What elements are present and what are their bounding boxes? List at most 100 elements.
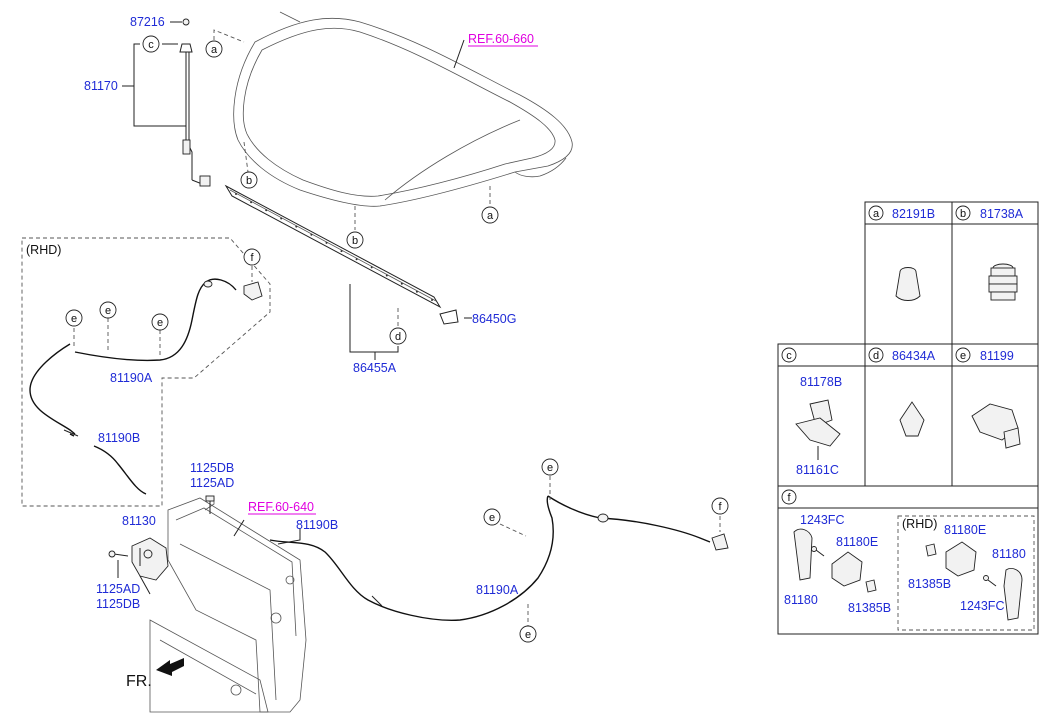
weatherstrip-holes bbox=[235, 193, 433, 301]
leader-lines bbox=[73, 21, 721, 626]
radiator-support bbox=[149, 497, 307, 713]
weatherstrip-hole bbox=[370, 266, 373, 269]
bumper-82191b-icon bbox=[895, 267, 921, 301]
callout-a-top: a bbox=[205, 40, 223, 58]
weatherstrip-hole bbox=[280, 217, 283, 220]
svg-text:81180E: 81180E bbox=[944, 523, 986, 537]
svg-text:f: f bbox=[787, 492, 791, 504]
svg-text:81738A: 81738A bbox=[980, 207, 1024, 221]
callout-e-rhd-2: e bbox=[99, 301, 117, 319]
label-81130: 81130 bbox=[122, 514, 156, 528]
callout-e-main-left: e bbox=[483, 508, 501, 526]
svg-text:e: e bbox=[71, 313, 77, 325]
front-direction-arrow bbox=[156, 658, 184, 676]
svg-text:81161C: 81161C bbox=[796, 463, 839, 477]
weatherstrip-hole bbox=[355, 258, 358, 261]
weatherstrip-hole bbox=[250, 201, 253, 204]
bumper-81738a-icon bbox=[988, 263, 1018, 301]
legend-table: a 82191B b 81738A c 81178B 81161C bbox=[777, 201, 1039, 635]
svg-text:a: a bbox=[873, 208, 880, 220]
callout-e-rhd-1: e bbox=[65, 309, 83, 327]
hood-weatherstrip bbox=[224, 184, 442, 309]
rhd-label: (RHD) bbox=[26, 243, 61, 257]
svg-text:1243FC: 1243FC bbox=[960, 599, 1004, 613]
release-cable-main bbox=[269, 495, 729, 621]
svg-text:1243FC: 1243FC bbox=[800, 513, 844, 527]
legend-cell-f: f 1243FC 81180E 81180 81385B (RHD) 81180… bbox=[781, 489, 1026, 621]
label-1125db-bottom: 1125DB bbox=[96, 597, 140, 611]
weatherstrip-hole bbox=[431, 299, 433, 301]
weatherstrip-hole bbox=[265, 209, 268, 212]
weatherstrip-hole bbox=[310, 233, 313, 236]
svg-text:86434A: 86434A bbox=[892, 349, 936, 363]
callout-a-right: a bbox=[481, 206, 499, 224]
ref-radiator-support: REF.60-640 bbox=[248, 500, 314, 514]
svg-text:a: a bbox=[487, 210, 494, 222]
label-86455a: 86455A bbox=[353, 361, 397, 375]
clip-86434a-icon bbox=[899, 401, 925, 437]
label-81190b-rhd: 81190B bbox=[98, 431, 140, 445]
weatherstrip-hole bbox=[400, 282, 403, 285]
direction-label: FR. bbox=[126, 673, 152, 690]
label-81170: 81170 bbox=[84, 79, 118, 93]
legend-cell-c: c 81178B 81161C bbox=[781, 347, 842, 477]
svg-text:b: b bbox=[960, 208, 966, 220]
release-handle-left-icon bbox=[793, 528, 877, 593]
label-1125ad-top: 1125AD bbox=[190, 476, 234, 490]
svg-text:81180: 81180 bbox=[784, 593, 818, 607]
svg-text:81385B: 81385B bbox=[908, 577, 951, 591]
callout-f-main: f bbox=[711, 497, 729, 515]
svg-text:f: f bbox=[250, 252, 254, 264]
svg-text:81180E: 81180E bbox=[836, 535, 878, 549]
svg-text:a: a bbox=[211, 44, 218, 56]
clip-81178b-icon bbox=[795, 399, 841, 460]
svg-text:e: e bbox=[960, 350, 966, 362]
label-81190b-main: 81190B bbox=[296, 518, 338, 532]
svg-text:c: c bbox=[786, 350, 792, 362]
callout-e-main-bottom: e bbox=[519, 625, 537, 643]
legend-cell-d: d 86434A bbox=[868, 347, 936, 437]
weatherstrip-hole bbox=[325, 241, 328, 244]
weatherstrip-hole bbox=[415, 290, 418, 293]
callout-e-rhd-3: e bbox=[151, 313, 169, 331]
callout-b-left: b bbox=[240, 171, 258, 189]
hood-stay-rod bbox=[179, 18, 211, 187]
legend-cell-a: a 82191B bbox=[868, 205, 935, 301]
clip-81199-icon bbox=[971, 403, 1021, 449]
svg-text:b: b bbox=[352, 235, 358, 247]
svg-text:f: f bbox=[718, 501, 722, 513]
svg-text:81180: 81180 bbox=[992, 547, 1026, 561]
legend-cell-e: e 81199 bbox=[955, 347, 1021, 449]
part-labels: 87216 81170 REF.60-660 86450G 86455A (RH… bbox=[26, 15, 538, 690]
svg-text:d: d bbox=[395, 331, 401, 343]
rhd-section bbox=[21, 237, 271, 507]
ref-hood-panel: REF.60-660 bbox=[468, 32, 534, 46]
svg-text:82191B: 82191B bbox=[892, 207, 935, 221]
hood-latch bbox=[108, 495, 215, 595]
svg-text:81178B: 81178B bbox=[800, 375, 842, 389]
label-1125ad-bottom: 1125AD bbox=[96, 582, 140, 596]
release-handle-rhd-icon bbox=[925, 541, 1023, 621]
svg-text:c: c bbox=[148, 39, 154, 51]
svg-text:e: e bbox=[105, 305, 111, 317]
hood-panel bbox=[233, 11, 573, 207]
weatherstrip-hole bbox=[295, 225, 298, 228]
callout-d: d bbox=[389, 327, 407, 345]
label-1125db-top: 1125DB bbox=[190, 461, 234, 475]
callout-e-main-top: e bbox=[541, 458, 559, 476]
callout-f-rhd: f bbox=[243, 248, 261, 266]
svg-text:81199: 81199 bbox=[980, 349, 1014, 363]
label-87216: 87216 bbox=[130, 15, 165, 29]
weatherstrip-hole bbox=[340, 250, 343, 253]
svg-text:d: d bbox=[873, 350, 879, 362]
svg-text:e: e bbox=[525, 629, 531, 641]
callout-c-rod: c bbox=[142, 35, 160, 53]
label-81190a-main: 81190A bbox=[476, 583, 519, 597]
svg-text:e: e bbox=[489, 512, 495, 524]
label-86450g: 86450G bbox=[472, 312, 516, 326]
label-81190a-rhd: 81190A bbox=[110, 371, 153, 385]
svg-text:b: b bbox=[246, 175, 252, 187]
callout-circles: c a b b a d f e e e e e e f bbox=[65, 35, 729, 643]
weatherstrip-hole bbox=[235, 193, 237, 195]
